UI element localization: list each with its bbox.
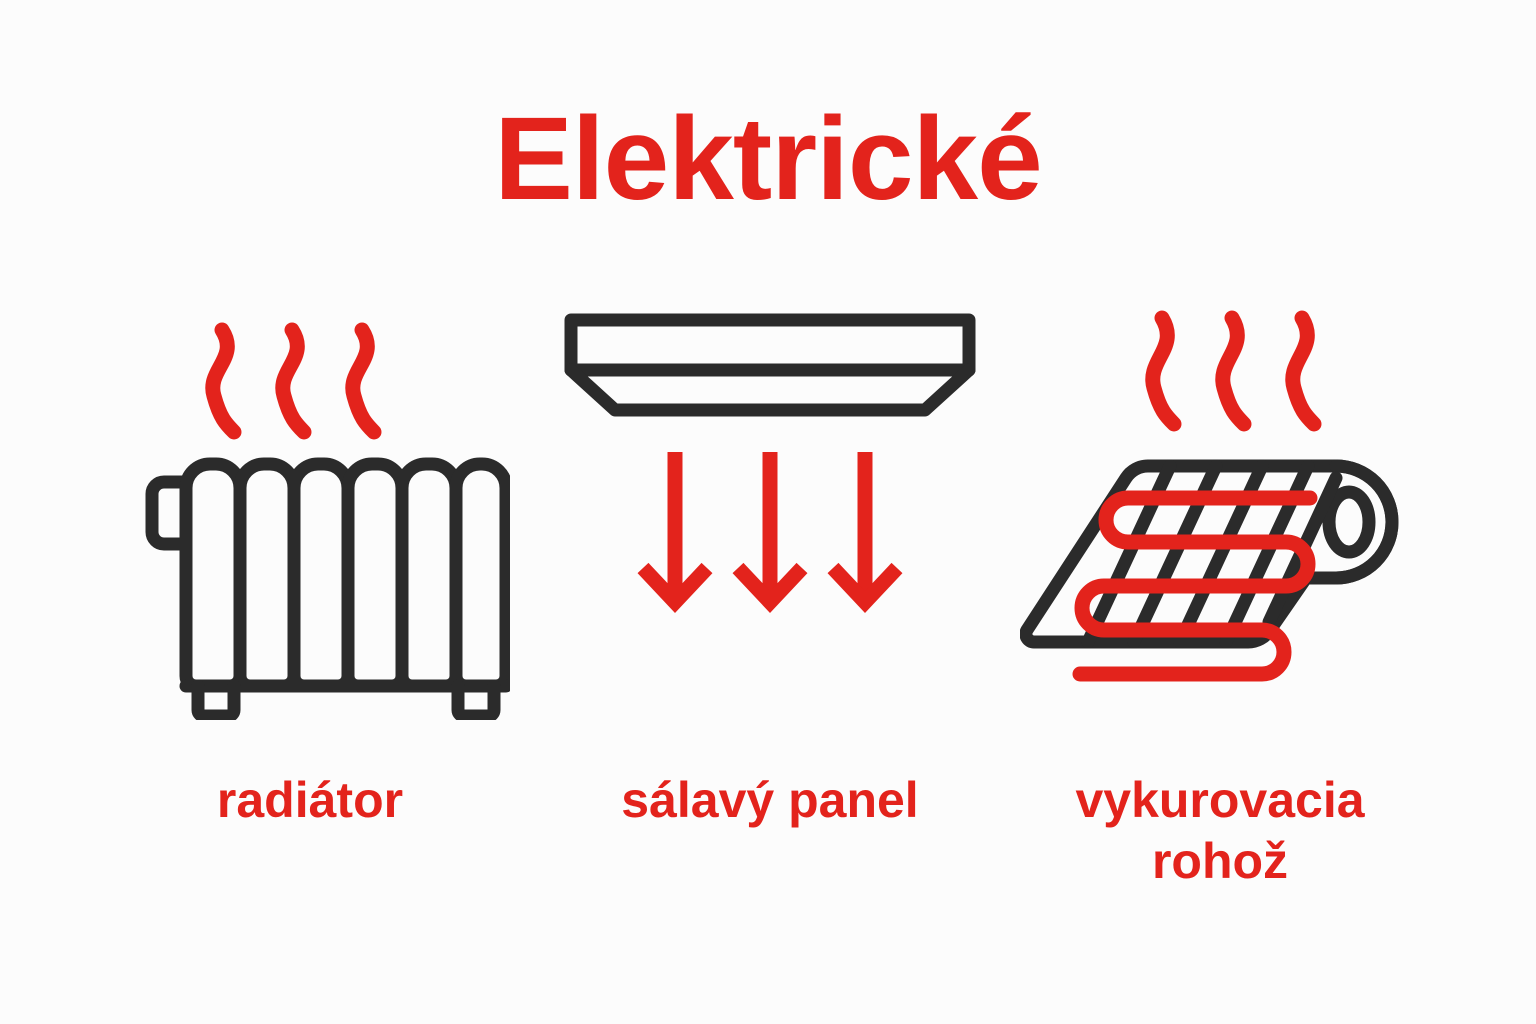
item-radiant-panel: sálavý panel — [540, 300, 1000, 940]
caption-heating-mat: vykurovacia rohož — [990, 770, 1450, 892]
radiant-panel-icon — [564, 313, 976, 613]
heating-cable — [1072, 490, 1318, 682]
radiator-fin — [395, 457, 463, 693]
mat-icon-wrap — [990, 300, 1450, 740]
heat-wave-icon — [1145, 310, 1182, 432]
radiation-arrow-head-icon — [827, 562, 903, 613]
radiator-fin — [233, 457, 301, 693]
heat-wave-icon — [1285, 310, 1322, 432]
panel-body — [564, 313, 976, 417]
heat-wave-group — [205, 322, 382, 440]
panel-underside — [564, 363, 976, 417]
page-title: Elektrické — [494, 93, 1043, 225]
caption-radiant-panel: sálavý panel — [540, 770, 1000, 831]
radiation-arrow-head-icon — [732, 562, 808, 613]
electric-radiator-icon — [145, 322, 510, 720]
heating-mat-icon — [1020, 310, 1399, 682]
item-radiator: radiátor — [80, 300, 540, 940]
radiator-fin — [449, 457, 510, 693]
radiation-arrow-head-icon — [637, 562, 713, 613]
radiator-fin — [179, 457, 247, 693]
radiator-body — [145, 457, 510, 720]
mat-roll-hole — [1322, 485, 1376, 559]
radiator-leg — [451, 679, 501, 720]
mat-roll-edge — [1329, 459, 1399, 585]
radiator-fin — [287, 457, 355, 693]
radiator-leg — [191, 679, 241, 720]
heating-cable-path — [1072, 490, 1318, 682]
panel-face — [564, 313, 976, 377]
radiation-arrow-group — [637, 452, 903, 613]
caption-line-1: vykurovacia — [1075, 772, 1365, 828]
item-heating-mat: vykurovacia rohož — [990, 300, 1450, 940]
caption-radiator: radiátor — [80, 770, 540, 831]
heat-wave-group — [1145, 310, 1322, 432]
heat-wave-icon — [275, 322, 312, 440]
radiator-fin — [341, 457, 409, 693]
panel-icon-wrap — [540, 300, 1000, 740]
caption-line-1: radiátor — [216, 772, 404, 828]
radiator-icon-wrap — [80, 300, 540, 740]
caption-line-2: rohož — [1151, 833, 1289, 889]
heat-wave-icon — [345, 322, 382, 440]
heat-wave-icon — [1215, 310, 1252, 432]
heat-wave-icon — [205, 322, 242, 440]
caption-line-1: sálavý panel — [621, 772, 919, 828]
